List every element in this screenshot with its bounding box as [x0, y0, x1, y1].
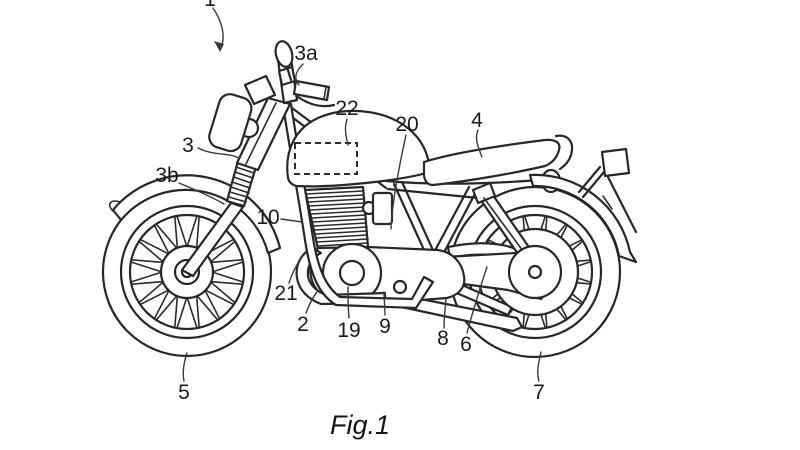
ref-label-10: 10	[256, 206, 279, 229]
ref-label-9: 9	[379, 315, 391, 338]
figure-caption: Fig.1	[330, 410, 390, 440]
ref-label-3: 3	[182, 134, 194, 157]
ref-label-7: 7	[533, 381, 545, 404]
rear-axle	[529, 266, 541, 278]
ref-label-8: 8	[437, 327, 449, 350]
ref-label-5: 5	[178, 381, 190, 404]
ref-label-20: 20	[395, 113, 418, 136]
ref-label-3a: 3a	[294, 42, 318, 65]
carburetor	[373, 193, 392, 224]
ref-label-4: 4	[471, 109, 483, 132]
mirror	[273, 39, 295, 68]
ref-label-22: 22	[335, 97, 358, 120]
ref-label-6: 6	[460, 333, 472, 356]
tail-light	[602, 149, 629, 176]
ref-label-1: 1	[204, 0, 216, 11]
ref-label-19: 19	[337, 319, 360, 342]
ref-label-21: 21	[274, 282, 297, 305]
ref-label-2: 2	[297, 313, 309, 336]
ref-label-3b: 3b	[155, 164, 178, 187]
